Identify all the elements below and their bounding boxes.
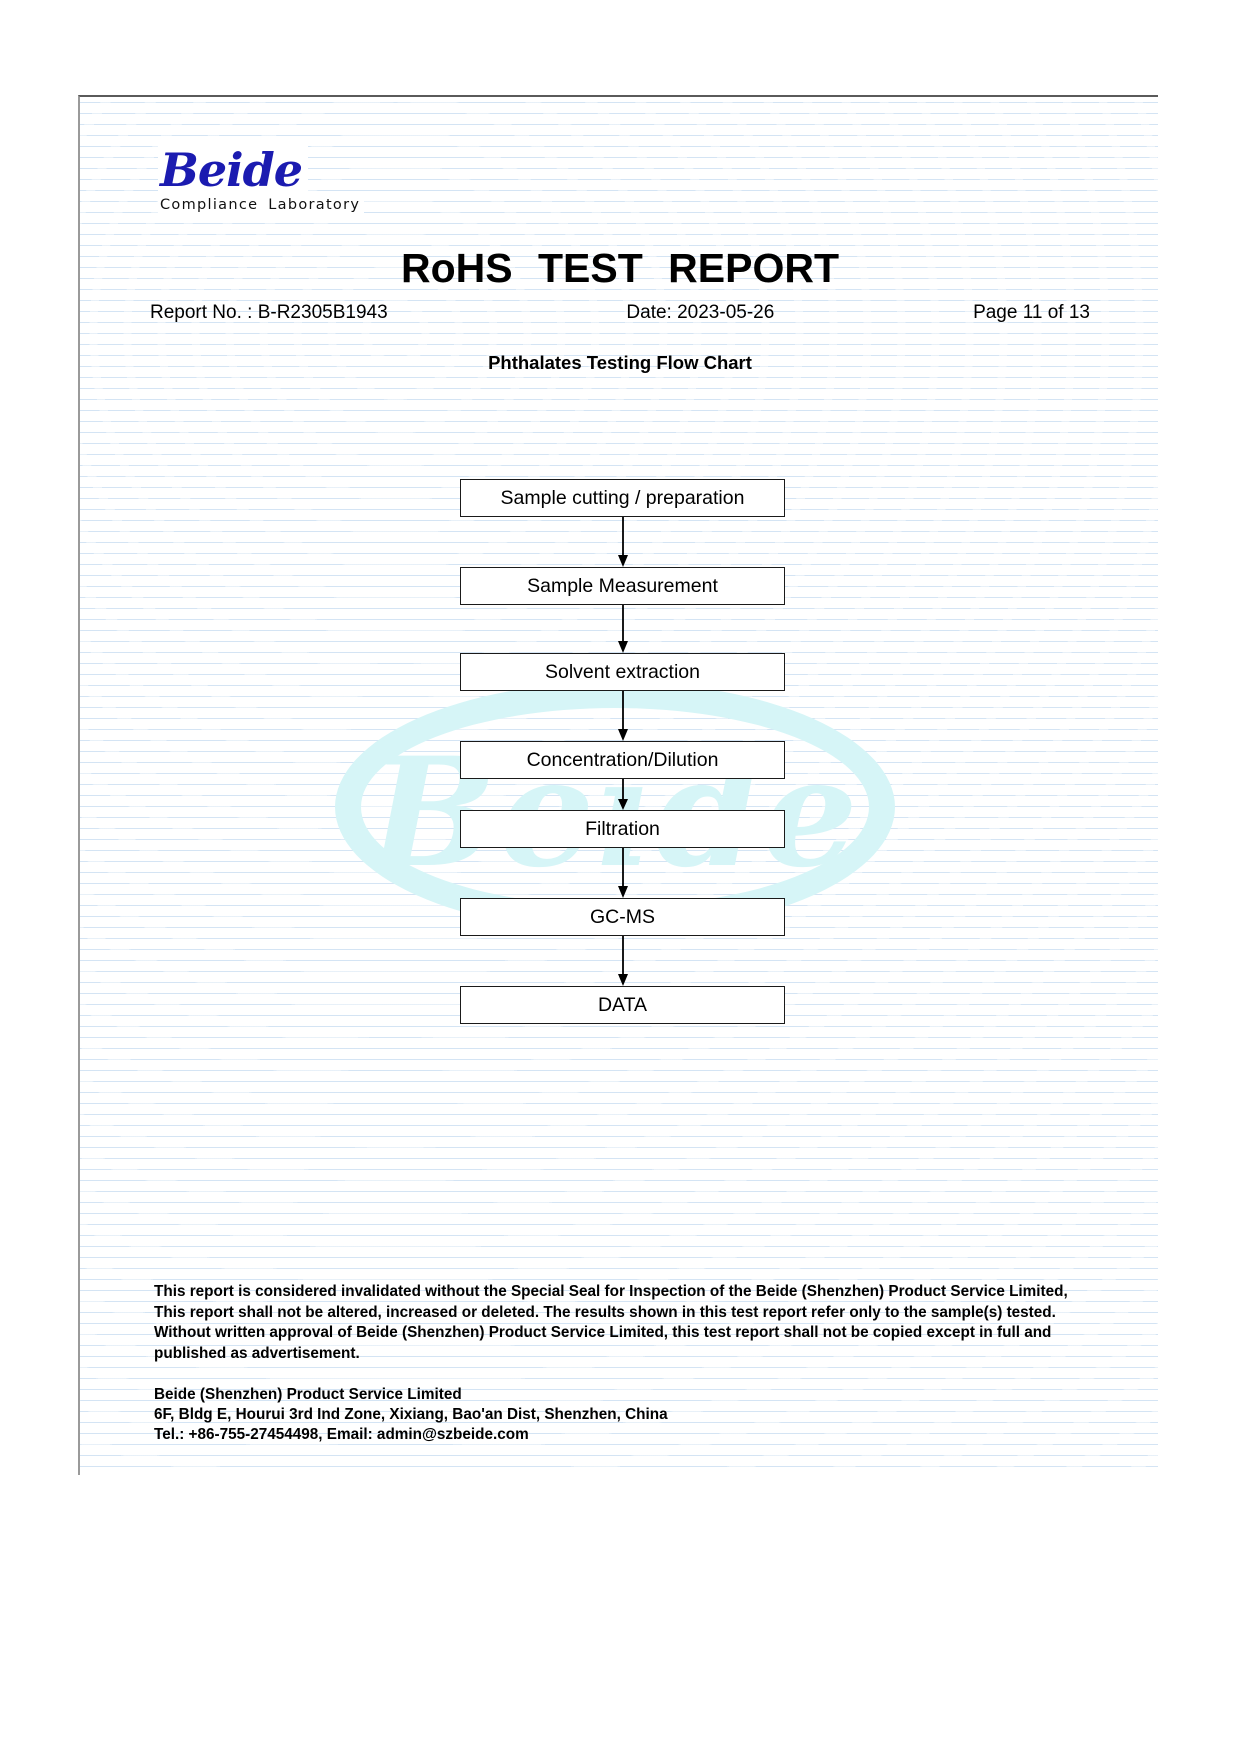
flow-arrow-5	[460, 848, 785, 898]
flow-node-solvent-extraction: Solvent extraction	[460, 653, 785, 691]
company-contact: Tel.: +86-755-27454498, Email: admin@szb…	[154, 1425, 529, 1443]
flow-arrow-4	[460, 779, 785, 810]
company-address-block: Beide (Shenzhen) Product Service Limited…	[154, 1385, 1084, 1446]
company-address: 6F, Bldg E, Hourui 3rd Ind Zone, Xixiang…	[154, 1405, 668, 1423]
flow-arrow-2	[460, 605, 785, 653]
flow-arrow-1	[460, 517, 785, 567]
disclaimer-text: This report is considered invalidated wi…	[154, 1283, 1068, 1362]
flow-node-concentration-dilution: Concentration/Dilution	[460, 741, 785, 779]
logo-subtitle: Compliance Laboratory	[158, 197, 365, 214]
flow-node-label: Concentration/Dilution	[526, 748, 719, 771]
flow-arrow-6	[460, 936, 785, 986]
flow-node-label: Sample cutting / preparation	[500, 486, 745, 509]
flow-node-label: Filtration	[585, 817, 660, 840]
flow-node-gc-ms: GC-MS	[460, 898, 785, 936]
page-footer: This report is considered invalidated wi…	[154, 1282, 1084, 1445]
flow-node-sample-measurement: Sample Measurement	[460, 567, 785, 605]
flow-node-sample-cutting: Sample cutting / preparation	[460, 479, 785, 517]
logo-wordmark: Beide	[158, 145, 309, 195]
company-logo: Beide Compliance Laboratory	[158, 145, 408, 214]
flow-node-data: DATA	[460, 986, 785, 1024]
flow-node-filtration: Filtration	[460, 810, 785, 848]
flow-node-label: GC-MS	[590, 905, 655, 928]
flow-node-label: Solvent extraction	[544, 660, 700, 683]
page-number: Page 11 of 13	[973, 302, 1090, 323]
phthalates-flow-chart: Sample cutting / preparation Sample Meas…	[460, 479, 785, 1024]
report-date: Date: 2023-05-26	[626, 302, 775, 323]
flow-arrow-3	[460, 691, 785, 741]
report-number: Report No. : B-R2305B1943	[150, 302, 388, 323]
report-page: Beide Beide Compliance Laboratory RoHS T…	[78, 95, 1158, 1475]
section-heading: Phthalates Testing Flow Chart	[488, 352, 752, 373]
report-meta-row: Report No. : B-R2305B1943 Date: 2023-05-…	[150, 302, 1090, 324]
flow-node-label: Sample Measurement	[527, 574, 718, 597]
page-title: RoHS TEST REPORT	[400, 245, 840, 291]
company-name: Beide (Shenzhen) Product Service Limited	[154, 1385, 462, 1403]
flow-node-label: DATA	[597, 993, 648, 1016]
